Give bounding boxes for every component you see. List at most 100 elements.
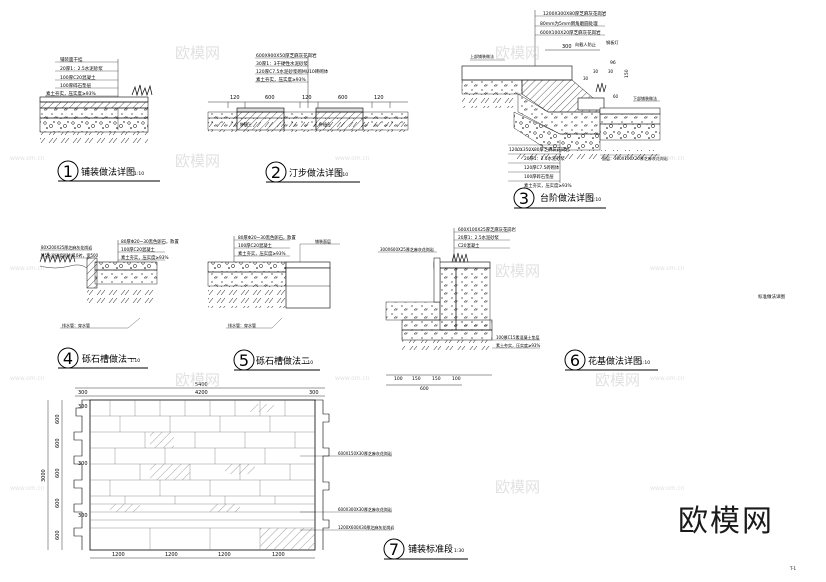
detail-7-bottom-dim: 1200: [218, 552, 231, 558]
detail-3-dim: 96: [610, 60, 616, 66]
detail-1-paving: 铺装面干挂 20厚1：2.5水泥砂浆 100厚C20混凝土 100厚碎石垫层 素…: [39, 56, 160, 182]
detail-1-layer: 素土夯实，压实度≥93%: [46, 90, 96, 97]
detail-7-dim: 5400: [195, 382, 208, 388]
detail-5-scale: 1:10: [303, 360, 313, 366]
detail-3-top-layer: 80mm为5mm倒角磨圆处理: [540, 20, 598, 27]
detail-5-layer: 素土夯实，压实度≥93%: [238, 250, 286, 257]
detail-3-right-label: 下部铺装做法: [633, 95, 657, 101]
detail-7-label: 600X150X30厚芝麻灰花岗岩: [338, 450, 392, 456]
detail-1-layer: 100厚C20混凝土: [60, 74, 96, 81]
detail-1-scale: 1:10: [134, 171, 144, 177]
detail-3-bottom-layer: 素土夯实，压实度≥93%: [524, 182, 572, 189]
watermark-url: www.om.cn: [335, 375, 370, 382]
detail-3-dim: 60: [613, 94, 619, 99]
brand-logo: 欧模网: [678, 504, 774, 539]
detail-7-left-dim: 600: [55, 530, 61, 540]
detail-3-right-label: 面层：300X100X20厚芝麻灰花岗岩: [602, 155, 668, 161]
watermark-url: www.om.cn: [335, 155, 370, 162]
detail-3-bottom-layer: 100厚碎石垫层: [524, 173, 554, 180]
detail-3-right-label: 向截人防止: [575, 41, 596, 48]
detail-4-gravel-trench: 80厚Φ20~30黑色卵石，散置 100厚C20混凝土 素土夯实，压实度≥93%…: [39, 238, 179, 369]
detail-2-dim: 120: [374, 95, 384, 101]
detail-6-layer: 20厚1：2.5水泥砂浆: [458, 234, 500, 241]
detail-7-title: 铺装标准段: [408, 543, 453, 555]
detail-6-dim: 150: [432, 376, 441, 382]
watermark-logo: 欧模网: [495, 478, 540, 496]
detail-3-scale: 1:10: [591, 197, 601, 203]
detail-7-left-dim: 3000: [41, 469, 47, 482]
detail-7-dim: 300: [78, 404, 88, 410]
detail-7-scale: 1:30: [454, 548, 464, 554]
detail-2-dim: 120: [302, 95, 312, 101]
watermark-logo: 欧模网: [175, 44, 220, 62]
side-note: 标准做法详图: [758, 293, 785, 300]
detail-5-layer: 100厚C20混凝土: [238, 242, 273, 249]
detail-6-title: 花基做法详图: [588, 355, 642, 367]
detail-6-scale: 1:10: [640, 360, 650, 366]
detail-4-number: 4: [63, 349, 73, 368]
detail-5-layer: 80厚Φ20~30黑色卵石，散置: [238, 234, 296, 241]
watermark-logo: 欧模网: [495, 262, 540, 280]
watermark-url: www.om.cn: [650, 155, 685, 162]
watermark-url: www.om.cn: [10, 375, 45, 382]
watermark-url: www.om.cn: [10, 155, 45, 162]
detail-3-dim: 150: [624, 69, 630, 78]
detail-7-bottom-dim: 1200: [272, 552, 285, 558]
detail-4-layer: 素土夯实，压实度≥93%: [121, 254, 169, 261]
watermark-url: www.om.cn: [10, 485, 45, 492]
detail-3-top-layer: 600X100X20厚芝麻灰花岗岩: [540, 29, 601, 36]
watermark-logo: 欧模网: [495, 44, 540, 62]
detail-4-left-label: 80X200X25厚芝麻灰花岗岩: [41, 244, 92, 250]
detail-7-dim: 300: [78, 461, 88, 467]
detail-7-dim: 300: [309, 390, 319, 396]
detail-7-dim: 300: [78, 513, 88, 519]
detail-7-bottom-dim: 1200: [165, 552, 178, 558]
detail-7-label: 1200X600X30厚芝麻灰花岗岩: [338, 524, 394, 530]
detail-6-left-label: 300X600X25厚芝麻灰花岗岩: [380, 246, 434, 252]
detail-3-bottom-layer: 1200X350X80厚芝麻灰花岗岩: [509, 146, 570, 153]
detail-7-left-dim: 600: [55, 468, 61, 478]
detail-6-number: 6: [570, 351, 580, 370]
detail-2-scale: 1:10: [338, 172, 348, 178]
detail-3-bottom-layer: 120厚C7.5砖砌体: [524, 164, 560, 171]
detail-6-dim: 100: [394, 376, 403, 382]
detail-1-number: 1: [63, 162, 73, 181]
detail-6-bottom-layer: 100厚C15素混凝土垫层: [496, 334, 540, 340]
watermark-url: www.om.cn: [650, 375, 685, 382]
watermark-url: www.om.cn: [650, 265, 685, 272]
detail-3-dim: 30: [583, 76, 589, 81]
detail-2-dim: 600: [338, 95, 348, 101]
detail-6-layer: C20混凝土: [458, 242, 480, 249]
detail-2-layer: 30厚1：3干硬性水泥砂浆: [256, 60, 308, 67]
detail-7-paving-plan: 5400 300 4200 300 300 300 300 300 600 60…: [41, 382, 468, 560]
detail-1-layer: 20厚1：2.5水泥砂浆: [60, 65, 103, 72]
detail-2-title: 汀步做法详图: [289, 167, 343, 179]
detail-6-planter: 600X100X25厚芝麻灰花岗岩 20厚1：2.5水泥砂浆 C20混凝土 30…: [378, 226, 658, 392]
detail-6-dim: 600: [420, 386, 429, 392]
detail-2-layer: 120厚C7.5水泥砂浆砌MU10砖砌体: [256, 68, 329, 75]
detail-1-layer: 100厚碎石垫层: [60, 82, 92, 89]
detail-3-right-label: 钢板灯: [606, 39, 619, 46]
detail-2-stepping-stone: 120 600 120 600 120 600X900X50厚芝麻灰花岗岩 30…: [207, 52, 409, 183]
detail-4-left-label: M5水泥砂浆砌MU10砖，宽500: [41, 252, 99, 258]
detail-6-dim: 100: [452, 376, 461, 382]
detail-2-dim: 120: [230, 95, 240, 101]
watermark-logo: 欧模网: [595, 371, 640, 389]
detail-3-dim: 30: [593, 69, 599, 74]
detail-4-layer: 80厚Φ20~30黑色卵石，散置: [121, 238, 179, 245]
watermark-layer: 欧模网 欧模网 欧模网 欧模网 欧模网 欧模网 欧模网 www.om.cn ww…: [10, 44, 685, 496]
detail-4-title: 砾石槽做法一: [82, 353, 136, 365]
watermark-logo: 欧模网: [175, 152, 220, 170]
detail-6-bottom-layer: 素土夯实，压实度≥93%: [496, 342, 540, 348]
detail-7-number: 7: [389, 540, 399, 559]
detail-7-dim: 4200: [195, 390, 208, 396]
detail-1-leaders: [45, 59, 119, 97]
detail-3-top-layer: 1200X300X80厚芝麻灰花岗岩: [543, 10, 607, 17]
detail-6-layer: 600X100X25厚芝麻灰花岗岩: [458, 226, 517, 233]
detail-1-title: 铺装做法详图: [81, 166, 135, 178]
detail-2-label: 种植土: [319, 121, 331, 127]
detail-2-dims: [227, 102, 391, 108]
detail-3-left-label: 上部铺装做法: [470, 53, 494, 59]
detail-2-dim: 600: [265, 95, 275, 101]
